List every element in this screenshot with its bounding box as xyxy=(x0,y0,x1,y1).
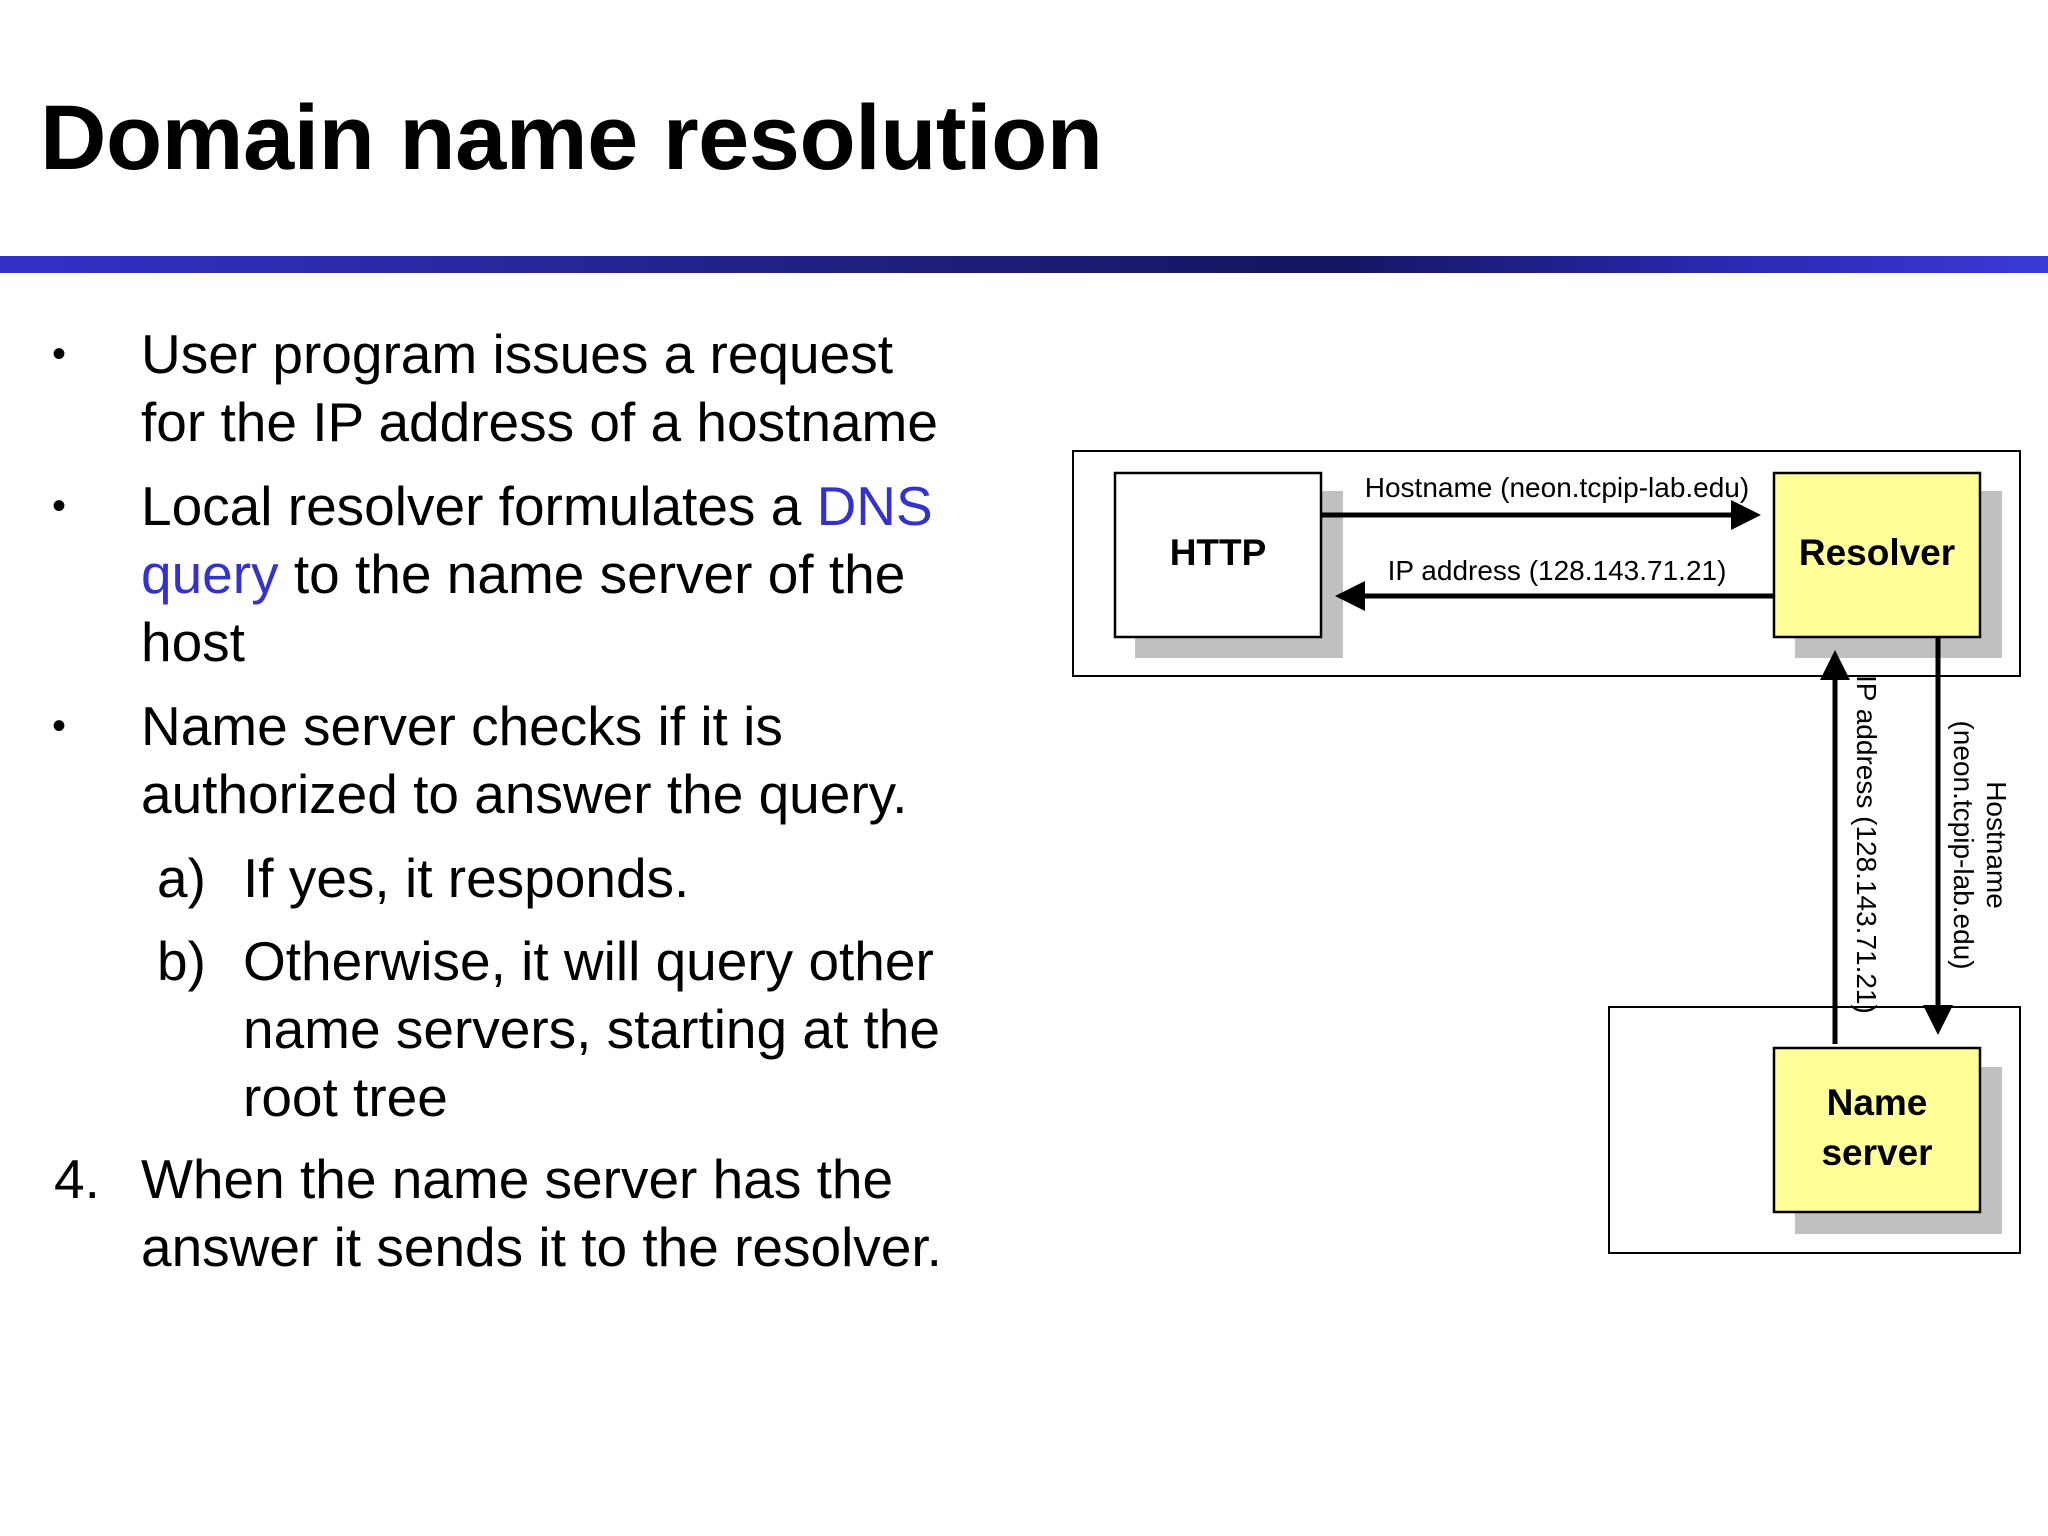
sub-line: root tree xyxy=(243,1066,448,1128)
numbered-text: When the name server has the answer it s… xyxy=(141,1145,942,1281)
bullet-marker: • xyxy=(52,332,67,376)
name-server-node-label: server xyxy=(1821,1132,1932,1173)
hostname-query-label: Hostname xyxy=(1981,781,2012,909)
bullet-line: query to the name server of the xyxy=(141,540,933,608)
page-title: Domain name resolution xyxy=(40,87,1103,189)
sub-line: name servers, starting at the xyxy=(243,998,940,1060)
title-divider xyxy=(0,256,2048,273)
number-marker: 4. xyxy=(54,1148,100,1210)
numbered-line: When the name server has the xyxy=(141,1148,894,1210)
name-server-node xyxy=(1772,1046,1982,1214)
dns-query-highlight: query xyxy=(141,543,279,605)
bullet-line: User program issues a request xyxy=(141,323,893,385)
bullet-line: authorized to answer the query. xyxy=(141,763,908,825)
bullet-text-plain: to the name server of the xyxy=(278,543,906,605)
sub-marker: a) xyxy=(157,847,206,909)
hostname-request-label: Hostname (neon.tcpip-lab.edu) xyxy=(1365,472,1749,503)
ip-address-upstream-label: IP address (128.143.71.21) xyxy=(1851,675,1882,1014)
bullet-line: Local resolver formulates a DNS xyxy=(141,472,933,540)
bullet-marker: • xyxy=(52,704,67,748)
http-node xyxy=(1113,471,1323,639)
hostname-query-label: (neon.tcpip-lab.edu) xyxy=(1948,720,1979,969)
sub-text: Otherwise, it will query other name serv… xyxy=(243,927,940,1131)
ip-address-response-label: IP address (128.143.71.21) xyxy=(1388,555,1727,586)
sub-line: If yes, it responds. xyxy=(243,847,690,909)
bullet-marker: • xyxy=(52,484,67,528)
name-server-node-label: Name xyxy=(1827,1082,1928,1123)
resolver-node xyxy=(1772,471,1982,639)
bullet-text: Name server checks if it is authorized t… xyxy=(141,692,907,828)
bullet-text-plain: Local resolver formulates a xyxy=(141,475,817,537)
sub-marker: b) xyxy=(157,930,206,992)
bullet-line: for the IP address of a hostname xyxy=(141,391,938,453)
bullet-line: host xyxy=(141,611,245,673)
bullet-text: User program issues a request for the IP… xyxy=(141,320,938,456)
sub-text: If yes, it responds. xyxy=(243,844,689,912)
resolver-node-label: Resolver xyxy=(1799,532,1955,573)
bullet-line: Name server checks if it is xyxy=(141,695,783,757)
dns-query-highlight: DNS xyxy=(816,475,933,537)
bullet-text: Local resolver formulates a DNS query to… xyxy=(141,472,933,676)
sub-line: Otherwise, it will query other xyxy=(243,930,934,992)
numbered-line: answer it sends it to the resolver. xyxy=(141,1216,942,1278)
http-node-label: HTTP xyxy=(1170,532,1267,573)
